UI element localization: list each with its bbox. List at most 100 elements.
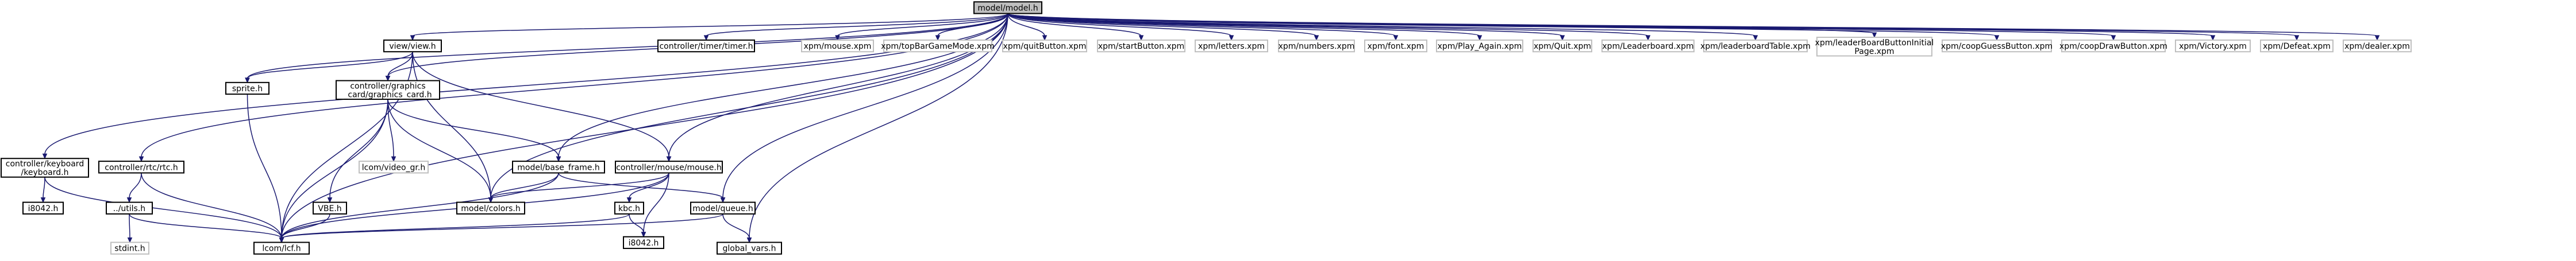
node-box	[1097, 39, 1185, 53]
node-box	[253, 241, 310, 255]
node-controller-timer-timer-h[interactable]: controller/timer/timer.h	[657, 39, 755, 53]
node-box	[973, 1, 1042, 14]
node-controller-mouse-mouse-h[interactable]: controller/mouse/mouse.h	[615, 161, 723, 174]
node-label: sprite.h	[232, 84, 263, 94]
node-label: xpm/Quit.xpm	[1534, 42, 1591, 51]
node-vbe-h[interactable]: VBE.h	[313, 201, 347, 215]
node-label: xpm/leaderBoardButtonInitial	[1815, 38, 1934, 48]
node-model-model-h[interactable]: model/model.h	[973, 1, 1042, 14]
edge-model-to-view	[410, 13, 1008, 41]
edge-baseframe-to-colors	[488, 173, 559, 203]
node-box	[1601, 39, 1695, 53]
node-lcom-lcf-h[interactable]: lcom/lcf.h	[253, 241, 310, 255]
node-utils-h[interactable]: ../utils.h	[106, 201, 153, 215]
edge-model-to-x_quit_btn	[1007, 13, 1048, 41]
node-label: ../utils.h	[113, 204, 145, 213]
node-view-view-h[interactable]: view/view.h	[383, 39, 442, 53]
node-kbc-h[interactable]: kbc.h	[614, 201, 644, 215]
edge-kbc-to-i8042b	[629, 213, 646, 237]
node-label: xpm/topBarGameMode.xpm	[881, 42, 995, 51]
node-box	[2260, 39, 2334, 53]
edge-graphics-to-baseframe	[387, 99, 561, 162]
node-label: controller/mouse/mouse.h	[616, 163, 722, 172]
node-model-base-frame-h[interactable]: model/base_frame.h	[512, 161, 605, 174]
edge-model-to-x_dealer	[1007, 13, 2380, 41]
node-model-colors-h[interactable]: model/colors.h	[456, 201, 525, 215]
edge-view-to-mouse	[412, 52, 672, 162]
node-xpm-coopdrawbutton-xpm: xpm/coopDrawButton.xpm	[2059, 39, 2167, 53]
node-stdint-h: stdint.h	[110, 241, 149, 255]
node-box	[2061, 39, 2166, 53]
node-sprite-h[interactable]: sprite.h	[225, 81, 269, 95]
edge-model-to-x_font	[1007, 13, 1399, 41]
edge-model-to-x_playagain	[1007, 13, 1483, 41]
node-box	[801, 39, 874, 53]
node-xpm-dealer-xpm: xpm/dealer.xpm	[2343, 39, 2412, 53]
node-xpm-mouse-xpm: xpm/mouse.xpm	[801, 39, 874, 53]
edge-graphics-to-colors	[387, 99, 494, 203]
node-i8042-h[interactable]: i8042.h	[623, 236, 664, 250]
node-box	[1942, 39, 2052, 53]
node-xpm-coopguessbutton-xpm: xpm/coopGuessButton.xpm	[1941, 39, 2053, 53]
edge-model-to-x_lbtable	[1007, 13, 1758, 41]
edge-view-to-graphics	[385, 52, 413, 81]
node-model-queue-h[interactable]: model/queue.h	[690, 201, 756, 215]
node-box	[690, 201, 756, 215]
edge-kbc-to-lcf	[279, 213, 630, 243]
node-xpm-play-again-xpm: xpm/Play_Again.xpm	[1436, 39, 1523, 53]
node-label: xpm/leaderboardTable.xpm	[1700, 42, 1811, 51]
edge-model-to-x_leaderboard	[1007, 13, 1651, 41]
node-xpm-numbers-xpm: xpm/numbers.xpm	[1278, 39, 1355, 53]
node-controller-keyboard-keyboard-h[interactable]: controller/keyboard/keyboard.h	[1, 158, 89, 178]
node-xpm-startbutton-xpm: xpm/startButton.xpm	[1097, 39, 1185, 53]
node-controller-graphics-card-graphics-card-h[interactable]: controller/graphics_card/graphics_card.h	[336, 80, 440, 100]
edge-queue-to-globalvars	[722, 213, 752, 243]
edge-queue-to-lcf	[279, 213, 723, 243]
node-box	[456, 201, 525, 215]
node-i8042-h[interactable]: i8042.h	[22, 201, 64, 215]
node-xpm-victory-xpm: xpm/Victory.xpm	[2175, 39, 2251, 53]
edge-model-to-x_coopguess	[1007, 13, 2000, 41]
node-box	[2343, 39, 2412, 53]
edge-model-to-baseframe	[556, 13, 1008, 162]
edge-model-to-x_numbers	[1007, 13, 1319, 41]
edge-mouse-to-i8042b	[641, 173, 669, 237]
node-box	[1703, 39, 1808, 53]
node-box	[313, 201, 347, 215]
node-label: Page.xpm	[1854, 47, 1894, 56]
node-label: xpm/Play_Again.xpm	[1438, 42, 1522, 51]
node-box	[512, 161, 605, 174]
graph-nodes: model/model.h controller/keyboard/keyboar…	[1, 1, 2412, 255]
node-label: controller/timer/timer.h	[659, 42, 753, 51]
edge-mouse-to-colors	[488, 173, 669, 203]
edge-model-to-x_start	[1007, 13, 1144, 41]
node-label: view/view.h	[389, 42, 436, 51]
node-box	[883, 39, 992, 53]
node-controller-rtc-rtc-h[interactable]: controller/rtc/rtc.h	[98, 161, 184, 174]
node-box	[1195, 39, 1268, 53]
edge-graphics-to-lcomvideo	[387, 99, 396, 162]
node-xpm-leaderboardtable-xpm: xpm/leaderboardTable.xpm	[1700, 39, 1811, 53]
node-label: i8042.h	[28, 204, 59, 213]
node-box	[1002, 39, 1087, 53]
node-global-vars-h[interactable]: global_vars.h	[717, 241, 782, 255]
node-label: model/model.h	[977, 3, 1038, 13]
node-label: lcom/video_gr.h	[362, 163, 425, 172]
node-xpm-quit-xpm: xpm/Quit.xpm	[1532, 39, 1592, 53]
edge-utils-to-stdint	[127, 213, 133, 243]
edge-keyboard-to-lcf	[44, 177, 284, 243]
graph-edges	[40, 13, 2380, 243]
node-label: xpm/Defeat.xpm	[2263, 42, 2331, 51]
node-box	[22, 201, 64, 215]
node-box	[615, 161, 723, 174]
edge-keyboard-to-i8042a	[40, 177, 46, 203]
node-box	[1364, 39, 1427, 53]
node-xpm-quitbutton-xpm: xpm/quitButton.xpm	[1002, 39, 1087, 53]
node-label: model/colors.h	[461, 204, 520, 213]
node-box	[1816, 37, 1932, 57]
node-label: xpm/Victory.xpm	[2179, 42, 2247, 51]
node-label: lcom/lcf.h	[262, 244, 301, 254]
edge-utils-to-lcf	[129, 213, 284, 243]
